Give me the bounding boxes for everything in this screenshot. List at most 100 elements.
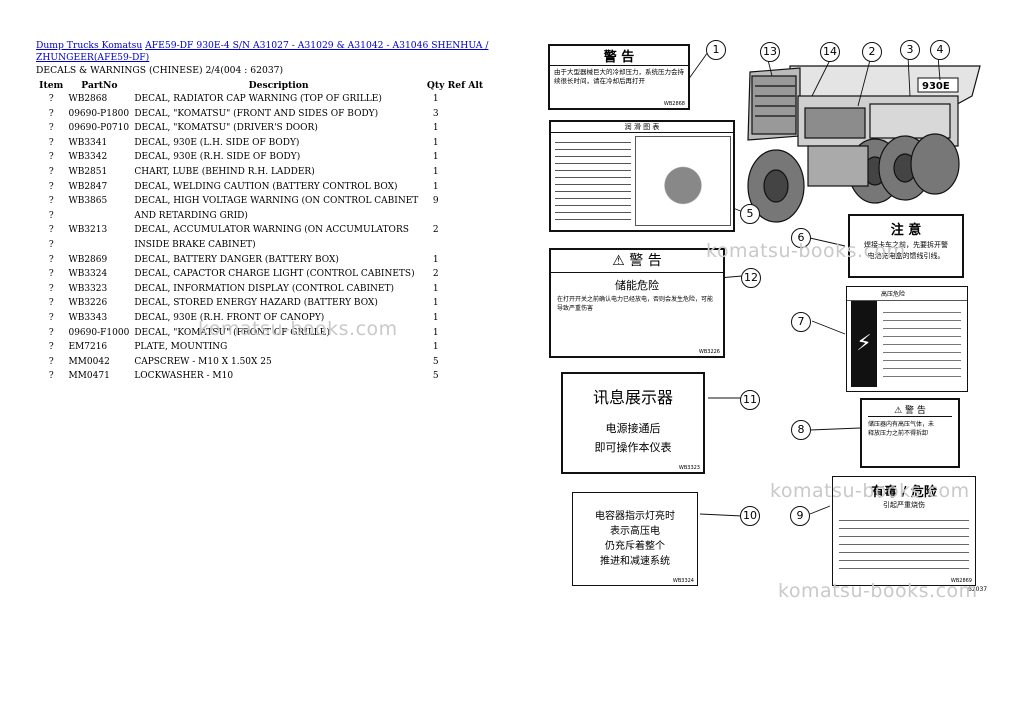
cell-qty [425, 239, 496, 254]
decal-11-code: WB3323 [678, 465, 700, 471]
parts-list-panel: Dump Trucks Komatsu AFE59-DF 930E-4 S/N … [36, 40, 506, 385]
breadcrumb-link-dump-trucks[interactable]: Dump Trucks Komatsu [36, 40, 143, 51]
decal-information-display: 讯息展示器 电源接通后 即可操作本仪表 WB3323 [561, 372, 705, 474]
lube-chart-drawing [635, 136, 731, 226]
breadcrumb-link-model[interactable]: AFE59-DF 930E-4 S/N A31027 - A31029 & A3… [36, 40, 489, 63]
callout-10[interactable]: 10 [740, 506, 760, 526]
cell-partno: 09690-P0710 [68, 123, 130, 134]
cell-qty: 1 [432, 181, 439, 192]
cell-item: ? [48, 298, 54, 309]
callout-5[interactable]: 5 [740, 204, 760, 224]
callout-6[interactable]: 6 [791, 228, 811, 248]
decal-8-title-text: 警 告 [905, 406, 926, 416]
cell-item: ? [48, 210, 54, 221]
cell-partno: WB2869 [68, 254, 108, 265]
cell-qty: 3 [432, 108, 439, 119]
cell-description: DECAL, INFORMATION DISPLAY (CONTROL CABI… [134, 283, 394, 294]
callout-2[interactable]: 2 [862, 42, 882, 62]
cell-item: ? [48, 137, 54, 148]
cell-description: DECAL, RADIATOR CAP WARNING (TOP OF GRIL… [134, 94, 382, 104]
callout-1[interactable]: 1 [706, 40, 726, 60]
cell-description: INSIDE BRAKE CABINET) [134, 239, 256, 250]
cell-partno: WB2847 [68, 181, 108, 192]
cell-qty [425, 210, 496, 225]
decal-12-title: ⚠ 警 告 [551, 250, 723, 273]
cell-qty: 1 [432, 166, 439, 177]
cell-partno: MM0042 [68, 356, 110, 367]
col-header-item: Item [39, 79, 64, 91]
callout-11[interactable]: 11 [740, 390, 760, 410]
col-header-partno: PartNo [81, 79, 118, 91]
cell-item: ? [48, 269, 54, 280]
cell-qty: 1 [432, 283, 439, 294]
cell-qty: 2 [432, 269, 439, 280]
decal-9-title: 有毒 / 危险 [871, 485, 937, 500]
cell-description: AND RETARDING GRID) [134, 210, 248, 221]
callout-3[interactable]: 3 [900, 40, 920, 60]
decal-stored-energy-hazard: ⚠ 警 告 储能危险 在打开开关之前确认电力已经放电，否则会发生危险，可能导致严… [549, 248, 725, 358]
col-header-qty: Qty Ref Alt [426, 79, 484, 91]
watermark: komatsu-books.com [706, 240, 906, 262]
cell-partno: WB3341 [68, 137, 108, 148]
decal-7-text-block [883, 305, 961, 383]
cell-qty: 1 [432, 152, 439, 163]
cell-description: DECAL, WELDING CAUTION (BATTERY CONTROL … [134, 181, 398, 192]
callout-14[interactable]: 14 [820, 42, 840, 62]
decal-9-subtitle: 引起严重烧伤 [883, 501, 925, 509]
cell-partno [66, 210, 132, 225]
cell-item: ? [48, 94, 54, 104]
cell-item: ? [48, 342, 54, 353]
decal-5-title: 润 滑 图 表 [551, 122, 733, 133]
cell-description: DECAL, 930E (R.H. FRONT OF CANOPY) [134, 312, 325, 323]
diagram-page-code: 62037 [968, 586, 988, 593]
decal-10-line-1: 电容器指示灯亮时 [595, 511, 675, 522]
cell-item: ? [48, 356, 54, 367]
decal-6-line-1: 焊接卡车之前，先要拆开警 [864, 241, 948, 249]
callout-12[interactable]: 12 [741, 268, 761, 288]
cell-qty: 1 [432, 342, 439, 353]
decal-12-title-text: 警 告 [629, 253, 662, 269]
parts-table: Item PartNo Description Qty Ref Alt ?WB2… [36, 78, 496, 385]
decal-11-line-1: 电源接通后 [605, 422, 661, 435]
truck-model-label: 930E [922, 81, 950, 92]
cell-qty: 1 [432, 327, 439, 338]
decal-6-line-2: 电池充电盒的馈线引线。 [867, 252, 945, 260]
cell-partno: 09690-F1000 [68, 327, 130, 338]
cell-description: DECAL, ACCUMULATOR WARNING (ON ACCUMULAT… [134, 225, 409, 236]
decal-10-line-4: 推进和减速系统 [600, 556, 670, 567]
cell-description: DECAL, CAPACTOR CHARGE LIGHT (CONTROL CA… [134, 269, 415, 280]
decal-10-code: WB3324 [672, 578, 694, 584]
cell-partno: 09690-P1800 [68, 108, 130, 119]
decal-1-title: 警 告 [550, 46, 688, 66]
cell-qty: 5 [432, 356, 439, 367]
watermark: komatsu-books.com [770, 480, 970, 502]
callout-4[interactable]: 4 [930, 40, 950, 60]
cell-partno: MM0471 [68, 371, 110, 382]
breadcrumb: Dump Trucks Komatsu AFE59-DF 930E-4 S/N … [36, 40, 506, 64]
callout-13[interactable]: 13 [760, 42, 780, 62]
callout-9[interactable]: 9 [790, 506, 810, 526]
decal-radiator-cap-warning: 警 告 由于大型器械巨大的冷却压力，系统压力会持续很长时间，请在冷却后再打开 W… [548, 44, 690, 110]
decal-10-line-2: 表示高压电 [610, 526, 660, 537]
decal-1-code: WB2868 [663, 101, 685, 107]
callout-7[interactable]: 7 [791, 312, 811, 332]
cell-partno: WB3323 [68, 283, 108, 294]
cell-partno: WB3342 [68, 152, 108, 163]
callout-8[interactable]: 8 [791, 420, 811, 440]
decal-capacitor-charge-light: 电容器指示灯亮时 表示高压电 仍充斥着整个 推进和减速系统 WB3324 [572, 492, 698, 586]
cell-item: ? [48, 239, 54, 250]
